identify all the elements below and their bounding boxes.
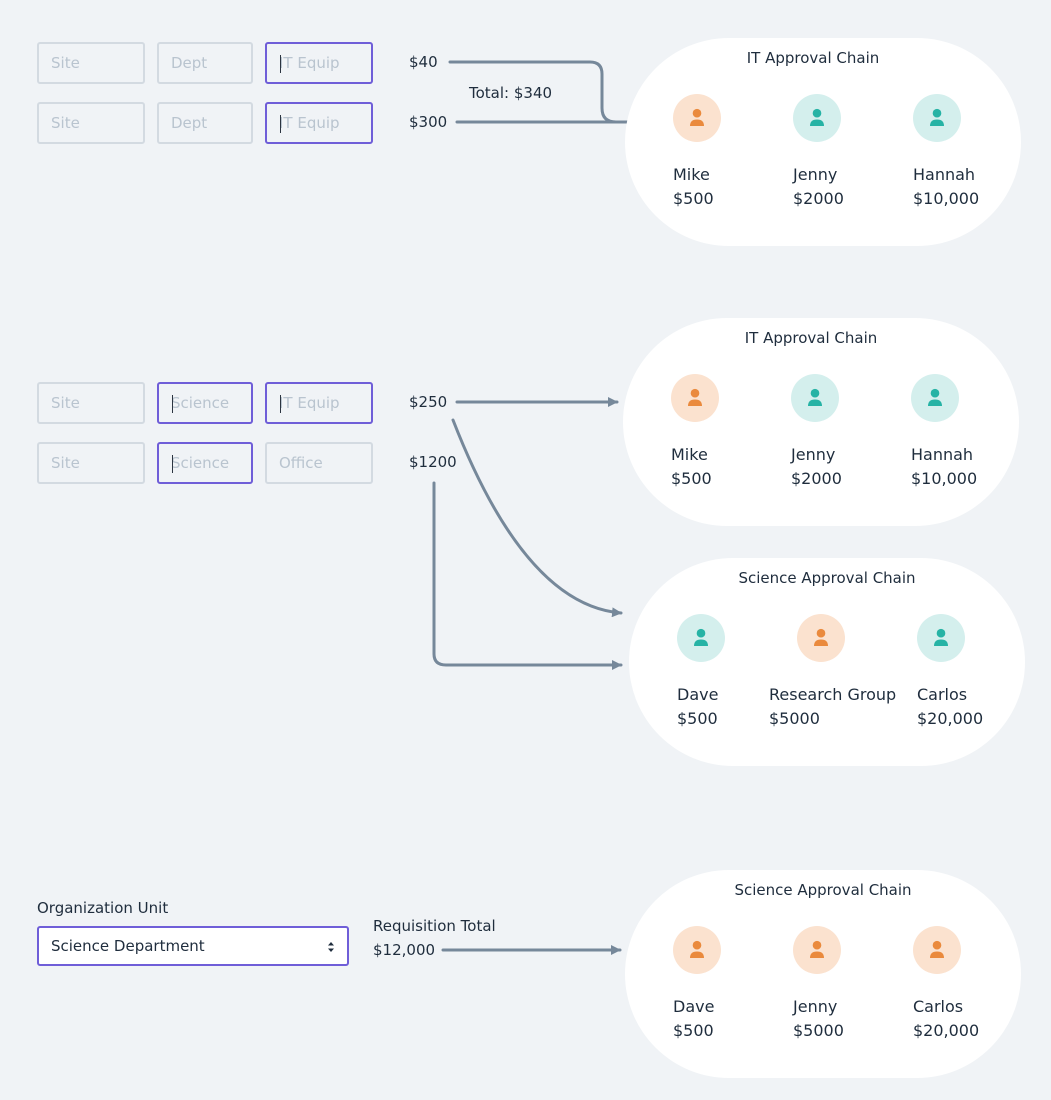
person-icon (688, 388, 702, 406)
approver-avatar (797, 614, 845, 662)
total-label: Total: $340 (469, 84, 553, 102)
person-icon (808, 388, 822, 406)
approver-limit: $10,000 (913, 189, 980, 208)
approver-name: Carlos (917, 685, 968, 704)
approver-avatar (913, 94, 961, 142)
person-icon (810, 108, 824, 126)
science-approval-chain (629, 558, 1025, 766)
approver-limit: $500 (677, 709, 718, 728)
dept-field[interactable]: Science (157, 382, 253, 424)
approver-name: Hannah (911, 445, 974, 464)
category-field[interactable]: Office (265, 442, 373, 484)
wire-1200-to-science-chain (432, 481, 623, 670)
amount-label: $250 (409, 393, 448, 411)
approver-name: Research Group (769, 685, 897, 704)
approver-name: Mike (673, 165, 710, 184)
amount-label: $300 (409, 113, 448, 131)
approver-avatar (913, 926, 961, 974)
person-icon (690, 108, 704, 126)
person-icon (934, 628, 948, 646)
approver-avatar (673, 94, 721, 142)
approver-avatar (677, 614, 725, 662)
approver-name: Mike (671, 445, 708, 464)
requisition-total-label: Requisition Total (373, 917, 496, 935)
approver-limit: $500 (673, 1021, 714, 1040)
amount-label: $40 (409, 53, 438, 71)
approver-avatar (911, 374, 959, 422)
approver-limit: $500 (671, 469, 712, 488)
approver-avatar (671, 374, 719, 422)
approver-avatar (791, 374, 839, 422)
approver-limit: $2000 (791, 469, 842, 488)
approver-avatar (793, 926, 841, 974)
chain-title: Science Approval Chain (734, 881, 912, 899)
org-unit-value: Science Department (51, 937, 205, 955)
approver-name: Jenny (791, 445, 836, 464)
site-field[interactable]: Site (37, 442, 145, 484)
science-approval-chain (625, 870, 1021, 1078)
approver-name: Jenny (793, 997, 838, 1016)
chain-title: IT Approval Chain (744, 329, 878, 347)
approver-limit: $500 (673, 189, 714, 208)
person-icon (930, 108, 944, 126)
person-icon (694, 628, 708, 646)
category-field[interactable]: IT Equip (265, 102, 373, 144)
site-field[interactable]: Site (37, 42, 145, 84)
approver-name: Jenny (793, 165, 838, 184)
approver-limit: $5000 (769, 709, 820, 728)
dept-field[interactable]: Science (157, 442, 253, 484)
amount-label: $1200 (409, 453, 457, 471)
person-icon (690, 940, 704, 958)
approver-name: Hannah (913, 165, 976, 184)
approver-limit: $5000 (793, 1021, 844, 1040)
person-icon (810, 940, 824, 958)
org-unit-label: Organization Unit (37, 899, 169, 917)
person-icon (930, 940, 944, 958)
wire-250-to-science-chain (451, 418, 623, 618)
site-field[interactable]: Site (37, 382, 145, 424)
chain-title: IT Approval Chain (746, 49, 880, 67)
chain-title: Science Approval Chain (738, 569, 916, 587)
it-approval-chain (623, 318, 1019, 526)
approver-limit: $2000 (793, 189, 844, 208)
dept-field[interactable]: Dept (157, 42, 253, 84)
person-icon (928, 388, 942, 406)
approver-avatar (673, 926, 721, 974)
it-approval-chain (625, 38, 1021, 246)
approver-name: Carlos (913, 997, 964, 1016)
org-unit-select[interactable]: Science Department (37, 926, 349, 966)
approver-avatar (917, 614, 965, 662)
site-field[interactable]: Site (37, 102, 145, 144)
approver-name: Dave (673, 997, 715, 1016)
approver-limit: $20,000 (917, 709, 984, 728)
category-field[interactable]: IT Equip (265, 42, 373, 84)
approver-limit: $10,000 (911, 469, 978, 488)
approver-name: Dave (677, 685, 719, 704)
requisition-total-value: $12,000 (373, 941, 436, 959)
person-icon (814, 628, 828, 646)
category-field[interactable]: IT Equip (265, 382, 373, 424)
approver-limit: $20,000 (913, 1021, 980, 1040)
dept-field[interactable]: Dept (157, 102, 253, 144)
approver-avatar (793, 94, 841, 142)
select-arrows-icon (328, 942, 334, 952)
